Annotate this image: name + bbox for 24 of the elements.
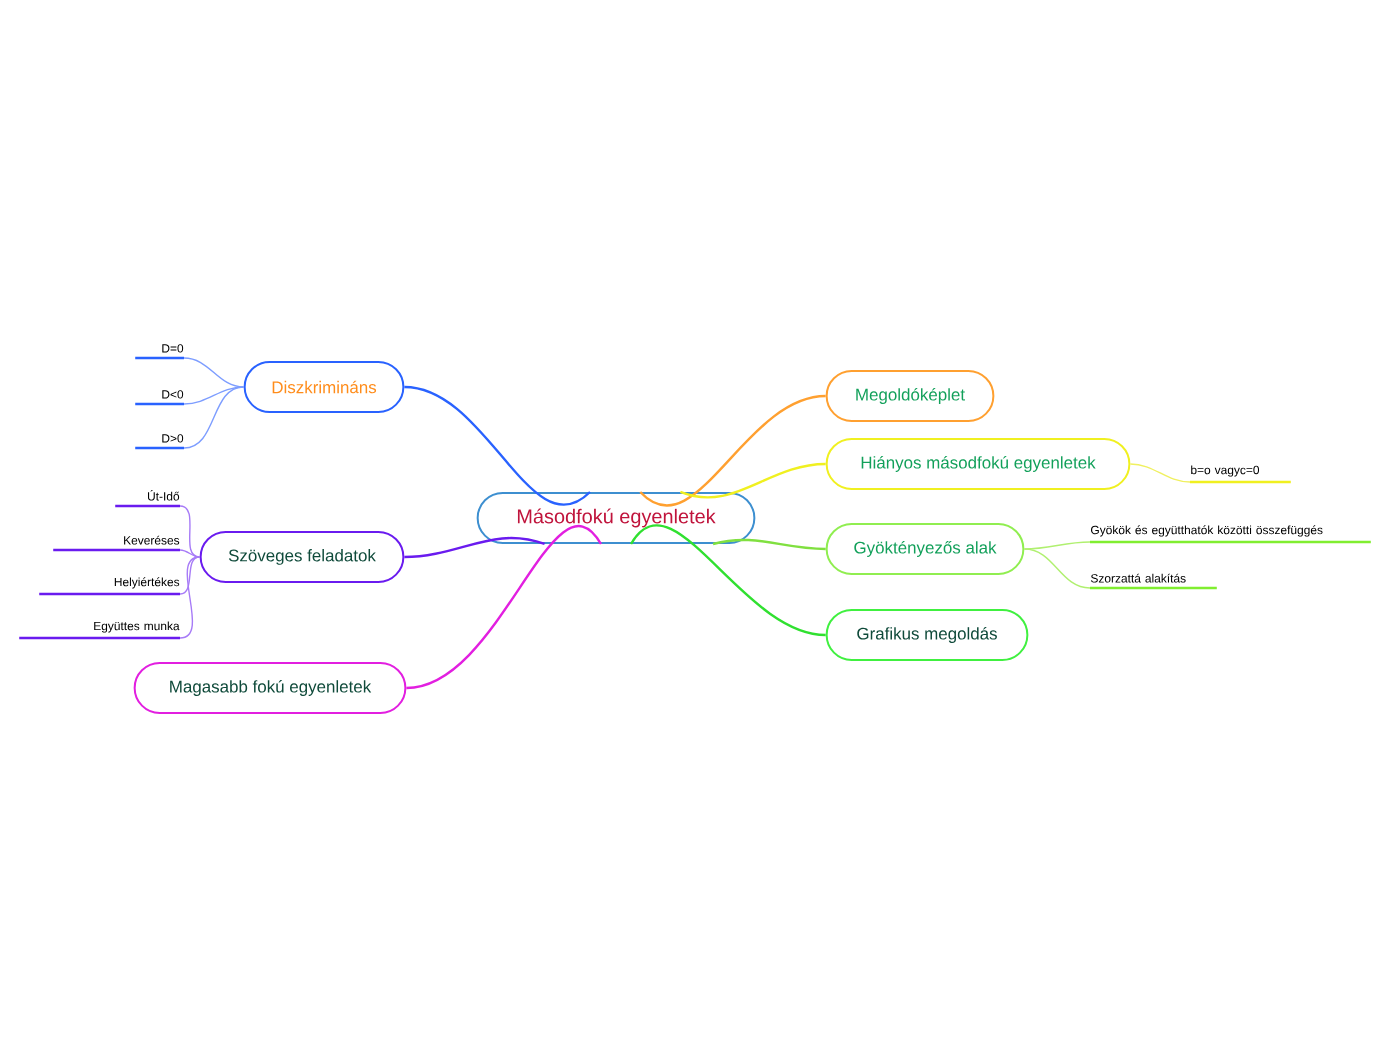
connector <box>179 556 201 595</box>
topic-box: Diszkrimináns <box>243 361 405 413</box>
connector <box>630 524 826 637</box>
connector <box>680 462 826 499</box>
topic-box: Hiányos másodfokú egyenletek <box>825 438 1131 490</box>
connector <box>404 536 545 559</box>
connector <box>1023 541 1091 550</box>
connector <box>179 556 201 639</box>
topic-box: Gyöktényezős alak <box>825 523 1025 575</box>
connector <box>1023 548 1091 589</box>
topic-box: Szöveges feladatok <box>199 531 405 583</box>
connector <box>183 386 245 405</box>
connector <box>404 385 591 506</box>
connector <box>179 549 201 558</box>
connector <box>1129 463 1191 483</box>
connector <box>183 386 245 449</box>
topic-box: Grafikus megoldás <box>825 609 1029 661</box>
connector <box>406 525 602 690</box>
topic-box: Magasabb fokú egyenletek <box>133 662 407 714</box>
connector <box>712 538 826 551</box>
topic-box: Megoldóképlet <box>825 370 995 422</box>
root-topic-box: Másodfokú egyenletek <box>476 492 756 544</box>
connector <box>639 394 826 507</box>
connector <box>183 357 245 388</box>
